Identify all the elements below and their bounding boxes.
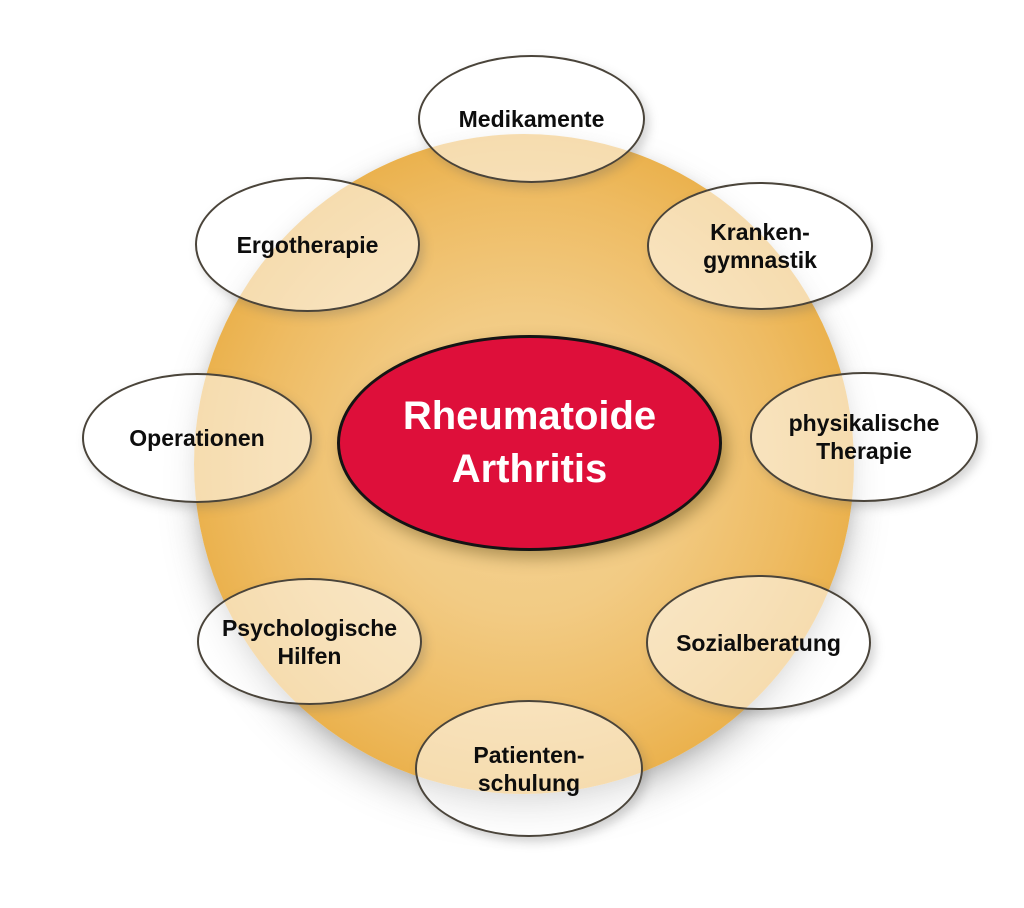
node-ergotherapie: Ergotherapie [195, 177, 420, 312]
node-label: Sozialberatung [676, 629, 841, 656]
node-label-line: Kranken- [710, 219, 810, 245]
node-label-line: Patienten- [473, 741, 585, 768]
node-label-line: Hilfen [277, 642, 342, 669]
node-psychologische-hilfen: Psychologische Hilfen [197, 578, 422, 705]
node-label-line: physikalische [788, 410, 940, 436]
node-label-line: schulung [477, 769, 581, 796]
node-label: Operationen [129, 425, 265, 451]
node-label-line: gymnastik [703, 247, 817, 273]
center-title-line: Rheumatoide [402, 394, 657, 438]
node-label-line: Therapie [816, 438, 912, 464]
node-medikamente: Medikamente [418, 55, 645, 183]
node-sozialberatung: Sozialberatung [646, 575, 871, 710]
node-label: Medikamente [458, 106, 605, 132]
center-node-rheumatoide-arthritis: Rheumatoide Arthritis [337, 335, 722, 551]
center-title-line: Arthritis [451, 447, 608, 491]
node-krankengymnastik: Kranken- gymnastik [647, 182, 873, 310]
node-patientenschulung: Patienten- schulung [415, 700, 643, 837]
node-label: Ergotherapie [236, 231, 379, 258]
node-physikalische-therapie: physikalische Therapie [750, 372, 978, 502]
node-operationen: Operationen [82, 373, 312, 503]
node-label-line: Psychologische [221, 614, 398, 641]
